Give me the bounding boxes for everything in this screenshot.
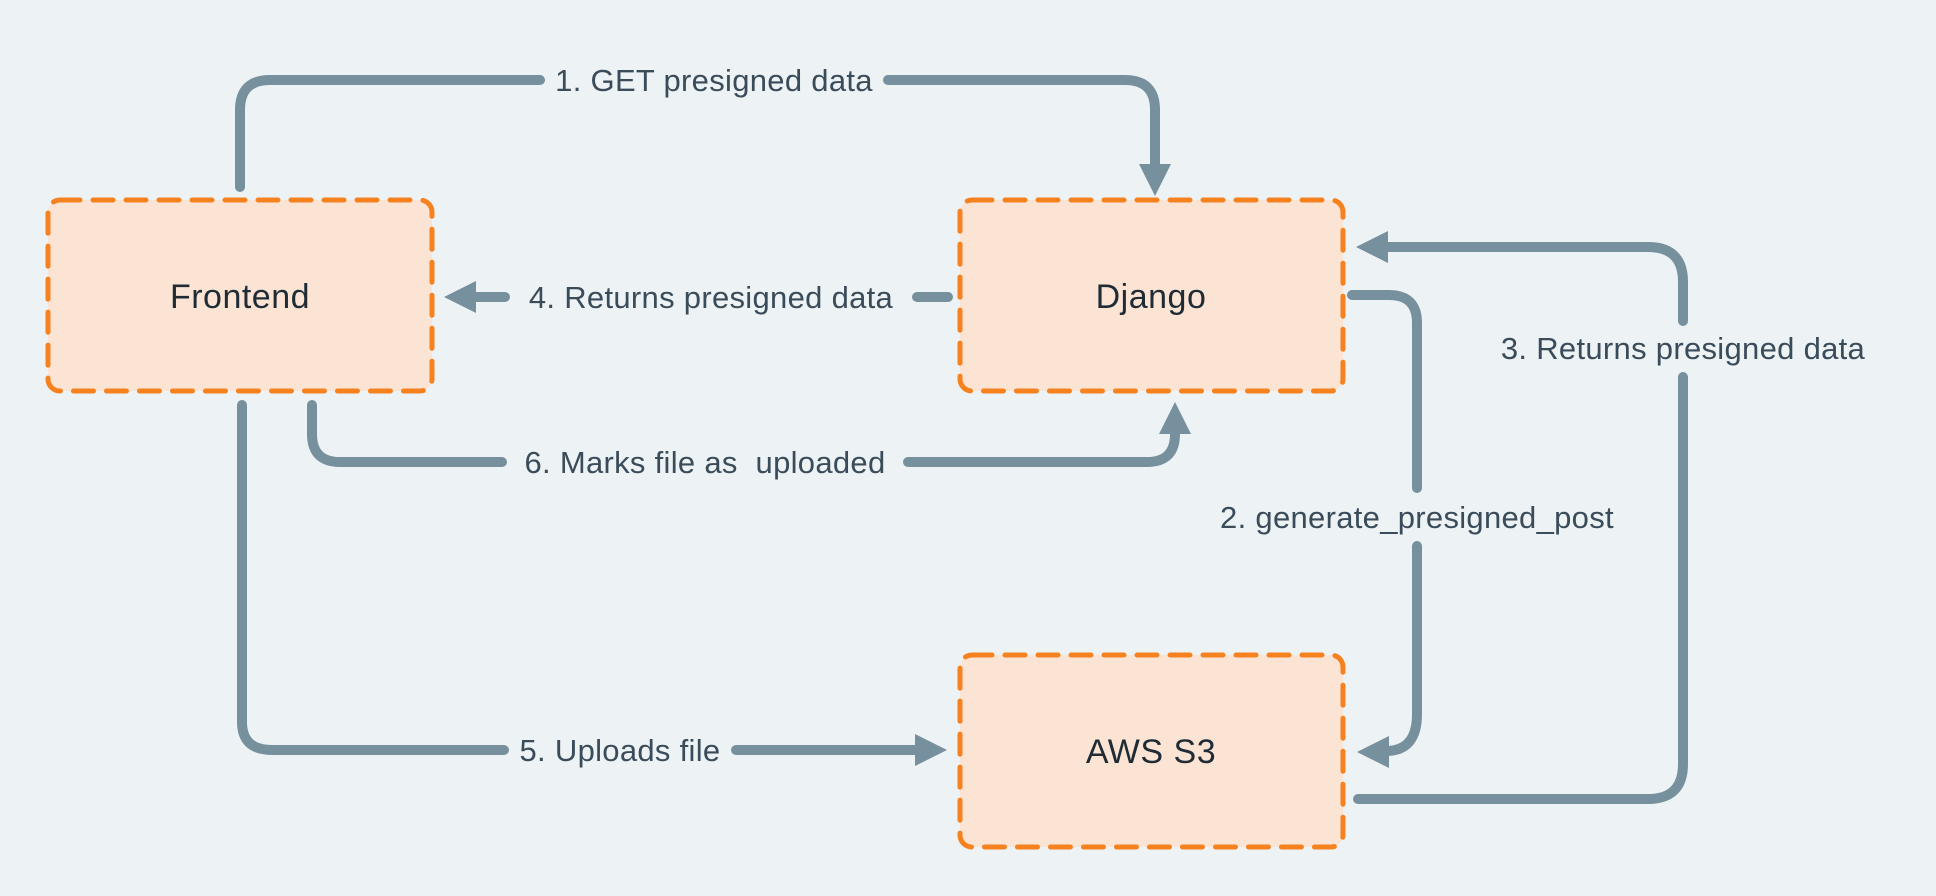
node-django-box: [957, 197, 1346, 394]
edge-1: 1. GET presigned data: [235, 63, 1171, 196]
edge-1-path-left: [235, 75, 545, 192]
edge-2-path-top: [1347, 290, 1422, 493]
edge-3-label: 3. Returns presigned data: [1501, 331, 1866, 366]
edge-6-label: 6. Marks file as uploaded: [524, 445, 885, 480]
node-frontend-label: Frontend: [170, 278, 310, 316]
edge-3: 3. Returns presigned data: [1353, 231, 1866, 804]
node-frontend-box: [45, 197, 435, 394]
edge-4-label: 4. Returns presigned data: [529, 280, 894, 315]
edge-5-label: 5. Uploads file: [520, 733, 721, 768]
edge-6-path-right: [903, 427, 1180, 467]
edge-5: 5. Uploads file: [237, 400, 947, 768]
edge-5-arrowhead-right-icon: [915, 734, 947, 766]
edge-4: 4. Returns presigned data: [444, 280, 953, 315]
edge-1-label: 1. GET presigned data: [555, 63, 873, 98]
edge-2: 2. generate_presigned_post: [1220, 290, 1614, 768]
edge-6-arrowhead-up-icon: [1159, 402, 1191, 434]
edge-3-path-top: [1381, 242, 1688, 326]
edge-2-arrowhead-left-icon: [1357, 736, 1389, 768]
edge-1-arrowhead-down-icon: [1139, 164, 1171, 196]
edge-3-path-bottom: [1353, 372, 1688, 804]
node-django: Django: [957, 197, 1346, 394]
edge-2-path-bottom: [1381, 541, 1422, 756]
edge-2-label: 2. generate_presigned_post: [1220, 500, 1614, 535]
node-django-label: Django: [1096, 278, 1207, 316]
edge-3-arrowhead-left-icon: [1356, 231, 1388, 263]
node-aws-s3-box: [957, 652, 1346, 850]
edge-5-path-left: [237, 400, 509, 755]
edge-6-path-left: [307, 400, 507, 467]
node-aws-s3: AWS S3: [957, 652, 1346, 850]
edge-1-path-right: [883, 75, 1160, 171]
edge-6: 6. Marks file as uploaded: [307, 400, 1191, 480]
node-aws-s3-label: AWS S3: [1086, 733, 1216, 771]
node-frontend: Frontend: [45, 197, 435, 394]
edge-4-arrowhead-left-icon: [444, 281, 476, 313]
